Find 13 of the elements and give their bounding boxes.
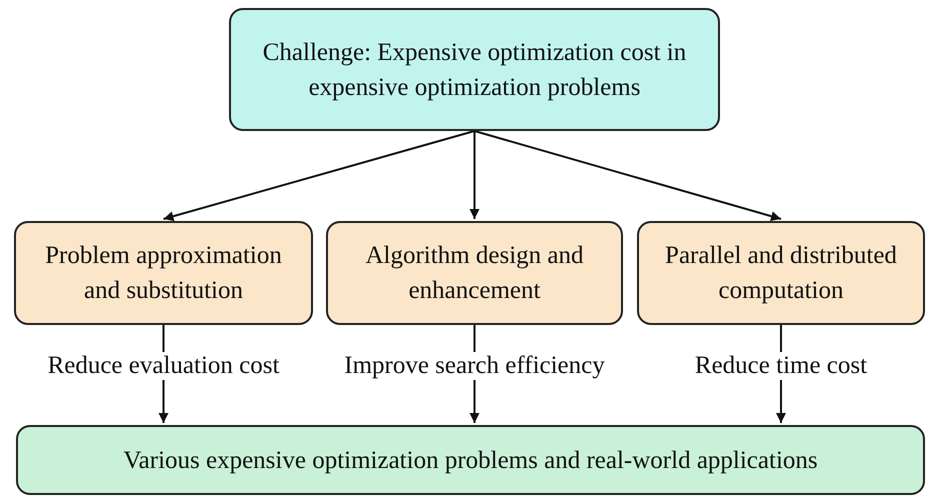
- box-text: Parallel and distributed computation: [664, 241, 898, 306]
- arrow: [470, 131, 480, 219]
- box-text: Various expensive optimization problems and real-world applications: [123, 446, 818, 476]
- process-box: [637, 221, 925, 325]
- box-text: Problem approximation and substitution: [44, 241, 283, 306]
- arrow: [163, 130, 475, 222]
- process-box: [16, 425, 925, 495]
- process-box: [229, 8, 720, 131]
- box-text: Challenge: Expensive optimization cost in expensive optimization problems: [262, 38, 688, 102]
- process-box: [14, 221, 313, 325]
- box-text: Algorithm design and enhancement: [364, 241, 585, 306]
- process-box: [326, 221, 623, 325]
- arrow: [474, 130, 782, 222]
